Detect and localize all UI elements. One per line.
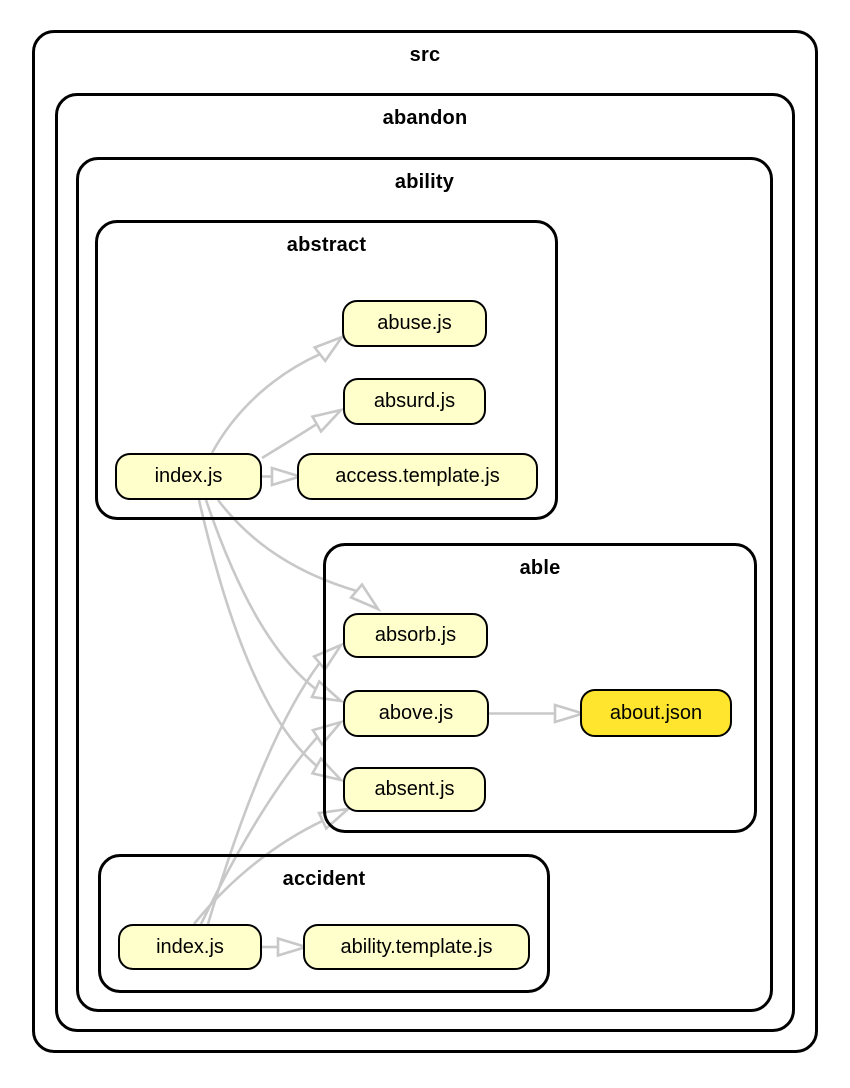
edge-arrowhead: [312, 334, 346, 364]
node-able-about-json[interactable]: about.json: [580, 689, 732, 737]
edge-arrowhead: [310, 756, 345, 783]
edge-accident-index-js-to-able-absorb-js: [206, 642, 345, 925]
edge-arrowhead: [317, 807, 353, 831]
edge-arrowhead: [553, 703, 588, 724]
node-able-absorb-js[interactable]: absorb.js: [343, 613, 488, 658]
edge-line: [199, 736, 319, 925]
edge-abstract-index-js-to-able-absent-js: [197, 499, 345, 783]
edge-arrowhead: [270, 466, 305, 487]
edge-line: [197, 499, 318, 767]
edge-abstract-index-js-to-able-absorb-js: [216, 499, 382, 612]
edge-abstract-index-js-to-abstract-access-template-js: [262, 466, 305, 487]
edge-arrowhead: [310, 679, 346, 703]
edge-abstract-index-js-to-able-above-js: [204, 499, 346, 703]
edge-arrowhead: [311, 642, 345, 672]
node-abstract-access-template-js[interactable]: access.template.js: [297, 453, 538, 500]
edge-accident-index-js-to-able-above-js: [199, 719, 345, 925]
node-accident-ability-template-js[interactable]: ability.template.js: [303, 924, 530, 970]
edge-abstract-index-js-to-abstract-abuse-js: [210, 334, 346, 454]
edge-line: [192, 819, 324, 925]
edge-arrowhead: [276, 936, 311, 958]
edge-arrowhead: [310, 407, 345, 434]
edge-able-above-js-to-able-about-json: [489, 703, 588, 724]
node-able-above-js[interactable]: above.js: [343, 690, 489, 737]
edge-line: [261, 422, 318, 460]
edge-line: [210, 353, 321, 454]
node-abstract-index-js[interactable]: index.js: [115, 453, 262, 500]
edge-arrowhead: [348, 582, 382, 612]
node-abstract-absurd-js[interactable]: absurd.js: [343, 378, 486, 425]
edge-line: [204, 499, 317, 691]
edge-line: [206, 662, 321, 925]
node-abstract-abuse-js[interactable]: abuse.js: [342, 300, 487, 347]
edge-line: [216, 499, 357, 593]
node-accident-index-js[interactable]: index.js: [118, 924, 262, 970]
node-able-absent-js[interactable]: absent.js: [343, 767, 486, 812]
edge-accident-index-js-to-able-absent-js: [192, 807, 353, 925]
edge-abstract-index-js-to-abstract-absurd-js: [261, 407, 345, 460]
edge-arrowhead: [310, 719, 345, 747]
edge-accident-index-js-to-accident-ability-template-js: [262, 936, 311, 958]
